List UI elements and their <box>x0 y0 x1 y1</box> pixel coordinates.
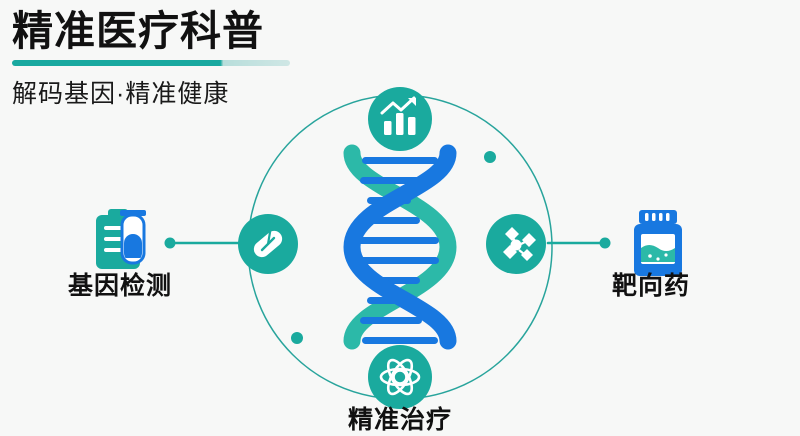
node-analytics[interactable] <box>368 87 432 151</box>
orbit-dot-upper-right <box>484 151 496 163</box>
node-atom[interactable] <box>368 345 432 409</box>
clipboard-test-tube-icon <box>96 209 146 269</box>
header: 精准医疗科普 解码基因·精准健康 <box>0 0 340 120</box>
medicine-bottle-icon <box>634 210 682 276</box>
title-underline-rule <box>12 60 290 66</box>
atom-orbit-icon <box>379 358 421 396</box>
infographic-poster: 精准医疗科普 解码基因·精准健康 <box>0 0 691 434</box>
bottom-caption: 精准治疗 <box>347 406 452 434</box>
bar-chart-growth-icon <box>380 96 416 135</box>
dna-double-helix <box>343 144 457 350</box>
page-title: 精准医疗科普 <box>12 8 264 54</box>
left-connector <box>164 237 244 249</box>
targeted-drug-label: 靶向药 <box>612 272 691 300</box>
node-molecule[interactable] <box>486 214 546 274</box>
molecule-network-icon <box>503 227 536 261</box>
gene-testing-label: 基因检测 <box>68 272 173 300</box>
page-subtitle: 解码基因·精准健康 <box>12 80 230 108</box>
capsule-pill-icon <box>253 226 283 258</box>
orbit-dot-lower-left <box>291 332 303 344</box>
node-capsule[interactable] <box>238 214 298 274</box>
diagram-stage <box>96 87 682 409</box>
right-connector <box>546 237 611 249</box>
